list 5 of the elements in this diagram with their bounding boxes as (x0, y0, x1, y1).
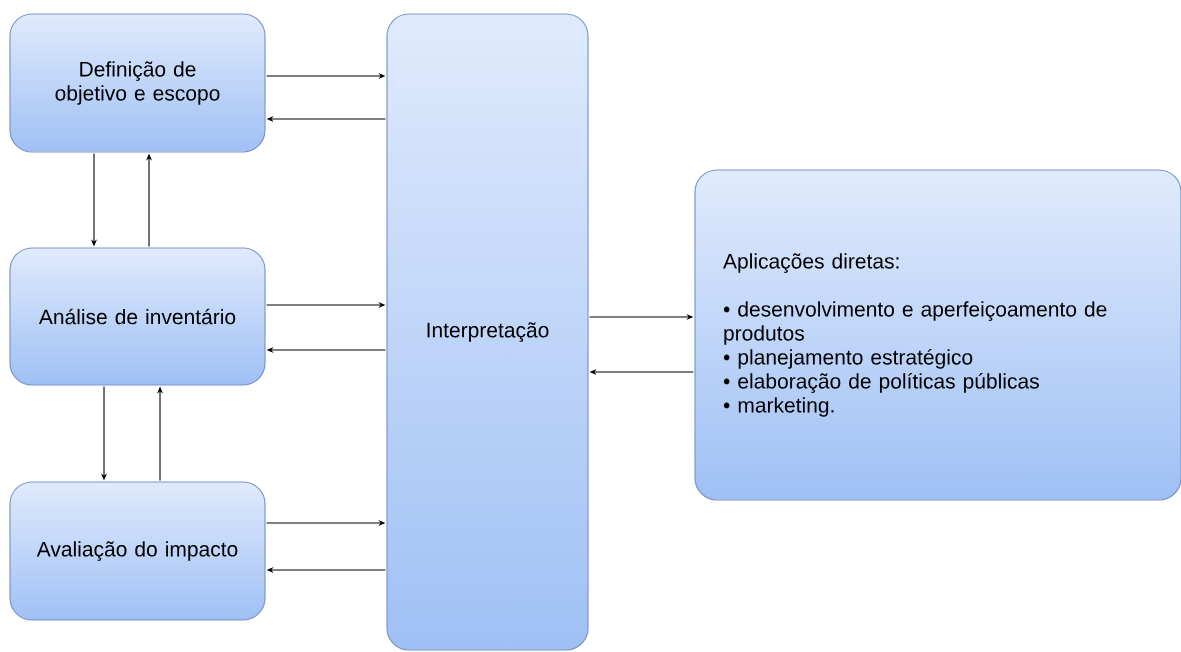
process-box: Definição de objetivo e escopo (9, 13, 266, 153)
process-box: Avaliação do impacto (9, 481, 266, 621)
interpretation-box: Interpretação (386, 13, 589, 651)
process-box: Análise de inventário (9, 247, 266, 386)
applications-box: Aplicações diretas: • desenvolvimento e aperfeiçoamento de produtos • planejamento estratégico • elaboração de políticas públicas • marketing. (694, 169, 1181, 501)
